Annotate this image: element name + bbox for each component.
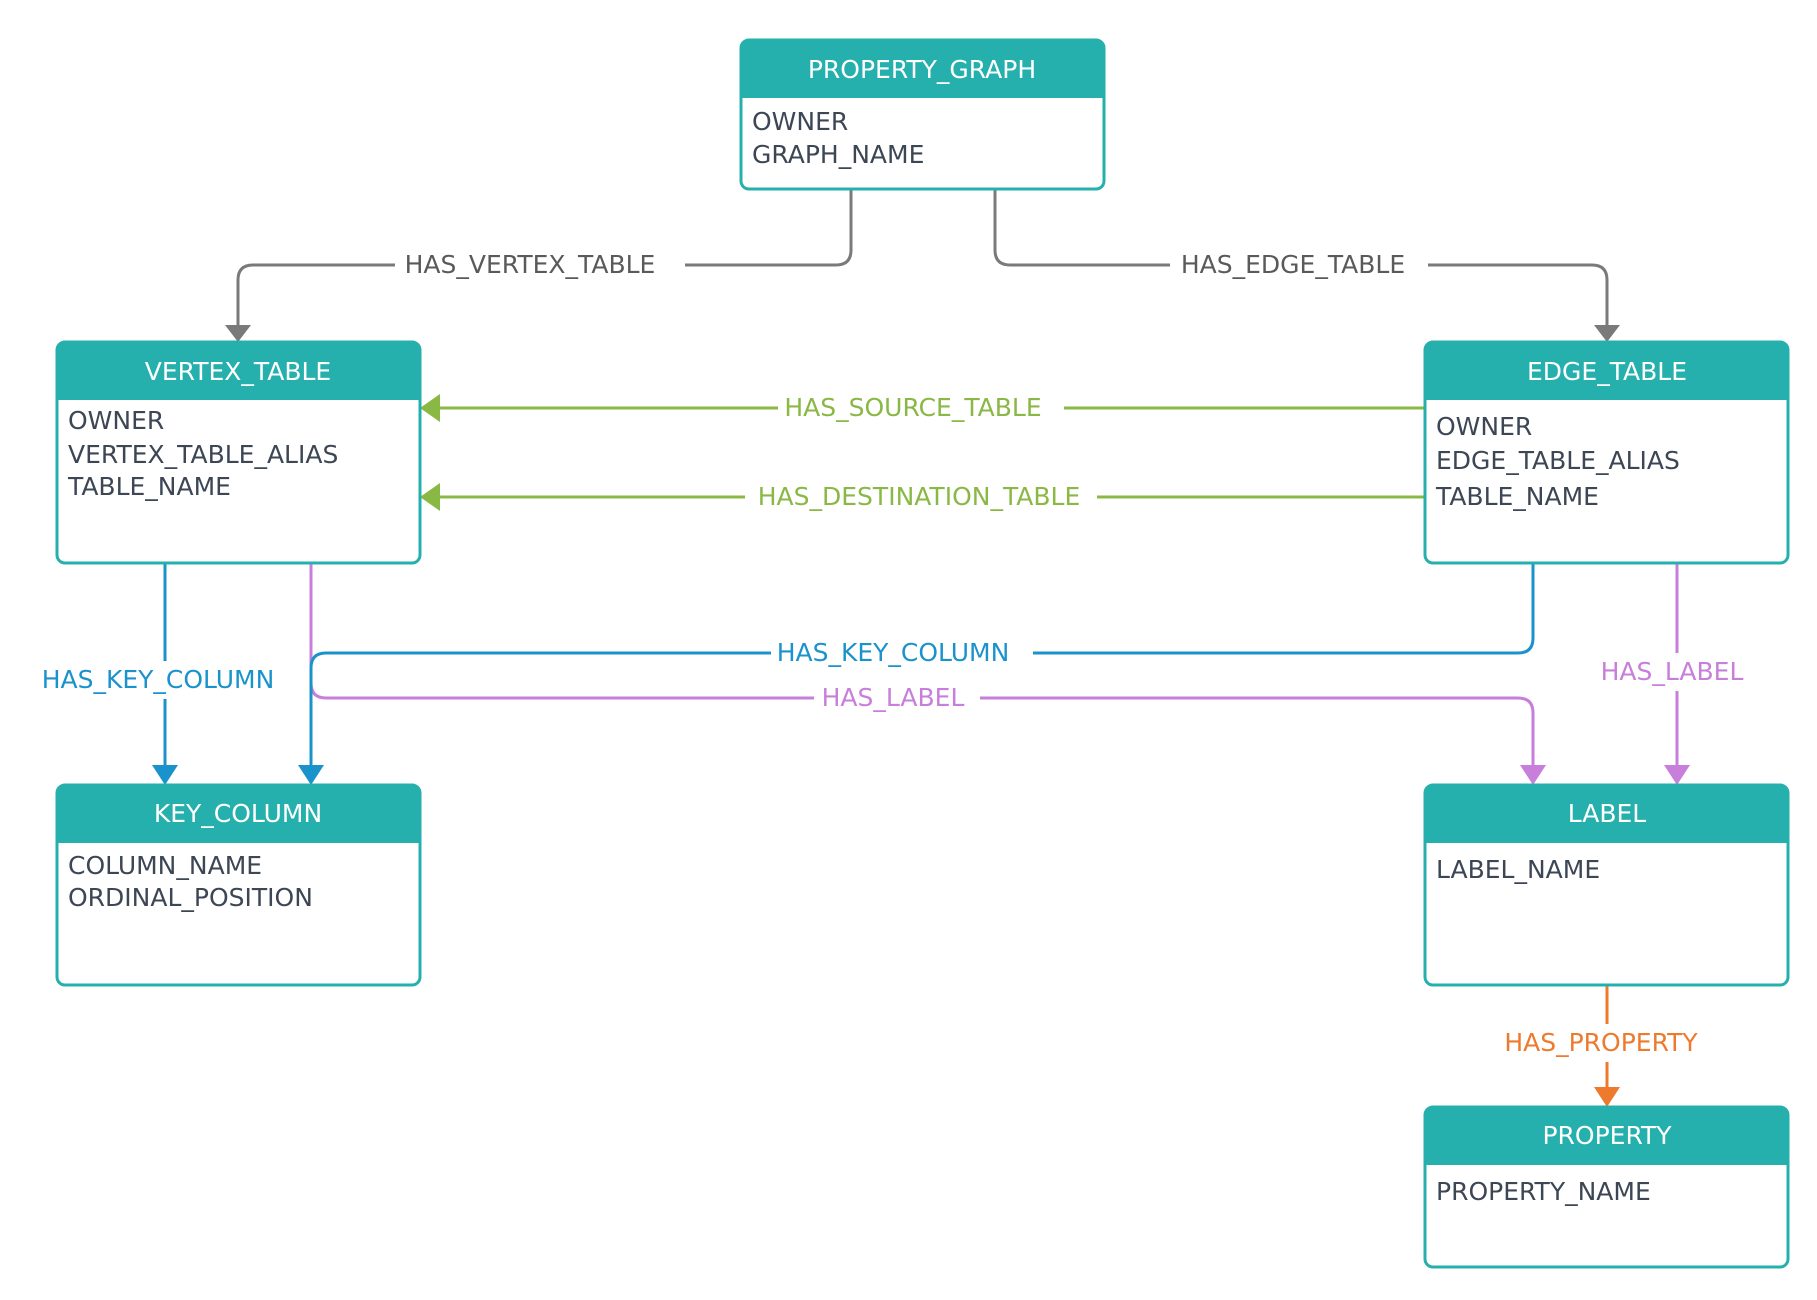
- attribute: OWNER: [68, 406, 164, 435]
- entity-property-graph[interactable]: PROPERTY_GRAPH OWNER GRAPH_NAME: [739, 38, 1106, 191]
- attribute: TABLE_NAME: [67, 472, 231, 501]
- connector-has-edge-table: HAS_EDGE_TABLE: [993, 190, 1620, 342]
- connector-has-vertex-table: HAS_VERTEX_TABLE: [225, 190, 853, 342]
- relationship-label: HAS_LABEL: [822, 683, 965, 712]
- relationship-label: HAS_EDGE_TABLE: [1181, 250, 1405, 279]
- entity-vertex-table[interactable]: VERTEX_TABLE OWNER VERTEX_TABLE_ALIAS TA…: [55, 340, 422, 565]
- relationship-label: HAS_KEY_COLUMN: [777, 638, 1010, 667]
- entity-title: KEY_COLUMN: [154, 799, 322, 828]
- connector-has-source-table: HAS_SOURCE_TABLE: [420, 389, 1425, 427]
- relationship-label: HAS_KEY_COLUMN: [42, 665, 275, 694]
- attribute: GRAPH_NAME: [752, 140, 924, 169]
- entity-label[interactable]: LABEL LABEL_NAME: [1423, 783, 1790, 987]
- arrowhead: [298, 765, 324, 785]
- attribute: TABLE_NAME: [1435, 482, 1599, 511]
- entity-title: PROPERTY: [1542, 1121, 1672, 1150]
- connector-vertex-has-label: HAS_LABEL: [309, 563, 1546, 785]
- entity-key-column[interactable]: KEY_COLUMN COLUMN_NAME ORDINAL_POSITION: [55, 783, 422, 987]
- arrowhead: [1594, 325, 1620, 342]
- arrowhead: [1520, 765, 1546, 785]
- connector-has-destination-table: HAS_DESTINATION_TABLE: [420, 478, 1425, 516]
- arrowhead: [420, 483, 440, 511]
- arrowhead: [1594, 1087, 1620, 1107]
- arrowhead: [1664, 765, 1690, 785]
- attribute: COLUMN_NAME: [68, 851, 262, 880]
- relationship-label: HAS_DESTINATION_TABLE: [758, 482, 1081, 511]
- attribute: LABEL_NAME: [1436, 855, 1600, 884]
- connector-vertex-has-key-column: HAS_KEY_COLUMN: [30, 563, 286, 785]
- arrowhead: [152, 765, 178, 785]
- entity-title: EDGE_TABLE: [1527, 357, 1687, 386]
- attribute: OWNER: [1436, 412, 1532, 441]
- connector-has-property: HAS_PROPERTY: [1492, 985, 1712, 1107]
- entity-edge-table[interactable]: EDGE_TABLE OWNER EDGE_TABLE_ALIAS TABLE_…: [1423, 340, 1790, 565]
- arrowhead: [420, 394, 440, 422]
- relationship-label: HAS_LABEL: [1601, 657, 1744, 686]
- attribute: OWNER: [752, 107, 848, 136]
- connector-edge-has-key-column: HAS_KEY_COLUMN: [298, 563, 1535, 785]
- attribute: ORDINAL_POSITION: [68, 883, 313, 912]
- entity-title: PROPERTY_GRAPH: [808, 55, 1036, 84]
- entity-title: VERTEX_TABLE: [145, 357, 331, 386]
- relationship-label: HAS_PROPERTY: [1504, 1028, 1698, 1057]
- attribute: EDGE_TABLE_ALIAS: [1436, 446, 1680, 475]
- entity-property[interactable]: PROPERTY PROPERTY_NAME: [1423, 1105, 1790, 1269]
- attribute: PROPERTY_NAME: [1436, 1177, 1651, 1206]
- connector-edge-has-label: HAS_LABEL: [1594, 563, 1760, 785]
- relationship-label: HAS_SOURCE_TABLE: [784, 393, 1041, 422]
- attribute: VERTEX_TABLE_ALIAS: [68, 440, 338, 469]
- entity-title: LABEL: [1568, 799, 1647, 828]
- arrowhead: [225, 325, 251, 342]
- relationship-label: HAS_VERTEX_TABLE: [405, 250, 656, 279]
